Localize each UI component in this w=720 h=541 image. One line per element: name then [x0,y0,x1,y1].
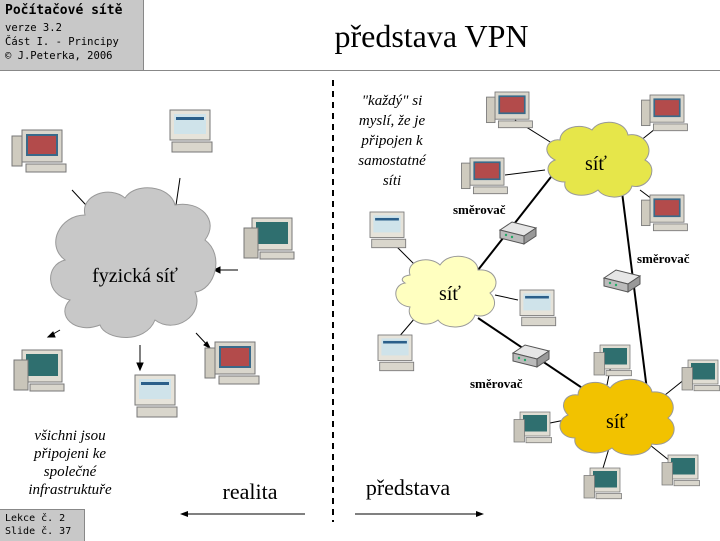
slide-title: představa VPN [334,18,529,54]
right-pc-9-icon [681,359,720,392]
right-pc-12-icon [583,467,622,500]
router-1-icon [499,221,537,245]
right-pc-10-icon [513,411,552,444]
left-pc-6-icon [134,374,178,418]
right-pc-8-icon [593,344,632,377]
right-caption-line-1: "každý" si [362,93,423,109]
vpn-cloud-top-label: síť [585,153,607,175]
vpn-cloud-middle-label: síť [439,283,461,305]
author-text: © J.Peterka, 2006 [5,50,113,62]
right-pc-6-icon [519,289,557,327]
left-caption-line-2: připojeni ke [33,446,106,462]
vpn-cloud-top [546,121,653,198]
right-caption-line-3: připojen k [360,133,423,149]
left-pc-2-icon [169,109,213,153]
course-info-box: Počítačové sítě verze 3.2 Část I. - Prin… [0,0,144,71]
slide-number: Slide č. 37 [5,526,72,537]
part-text: Část I. - Principy [5,36,119,48]
slide-info-box: Lekce č. 2 Slide č. 37 [0,509,85,541]
left-caption: všichni jsou připojeni ke společné infra… [28,428,112,498]
left-caption-line-4: infrastruktuře [28,482,112,498]
right-pc-11-icon [661,454,700,487]
left-pc-5-icon [204,341,260,385]
idea-arrow [355,511,484,517]
reality-label: realita [223,479,278,504]
vpn-cloud-bottom-label: síť [606,411,628,433]
lesson-number: Lekce č. 2 [5,513,66,524]
right-caption-line-2: myslí, že je [359,113,426,129]
right-pc-3-icon [461,157,508,195]
course-title: Počítačové sítě [5,3,123,18]
right-caption-line-4: samostatné [358,153,427,169]
version-text: verze 3.2 [5,22,62,34]
left-caption-line-1: všichni jsou [34,428,105,444]
right-pc-1-icon [486,91,533,129]
router-3-label: směrovač [470,376,523,391]
vpn-cloud-bottom [559,378,675,456]
vpn-cloud-middle [395,255,497,328]
right-caption-line-5: síti [383,173,401,189]
left-caption-line-3: společné [44,464,98,480]
reality-arrow [180,511,305,517]
right-pc-7-icon [377,334,415,372]
right-pc-5-icon [369,211,407,249]
right-pc-2-icon [641,94,688,132]
physical-network-label: fyzická síť [92,265,178,287]
physical-network-cloud [50,187,217,338]
idea-label: představa [366,475,451,500]
left-pc-3-icon [243,217,295,260]
left-pc-4-icon [13,349,65,392]
title-bar: představa VPN [143,0,720,71]
right-pc-4-icon [641,194,688,232]
router-2-label: směrovač [637,251,690,266]
right-caption: "každý" si myslí, že je připojen k samos… [358,93,427,189]
left-pc-1-icon [11,129,67,173]
router-3-icon [512,344,550,368]
router-1-label: směrovač [453,202,506,217]
